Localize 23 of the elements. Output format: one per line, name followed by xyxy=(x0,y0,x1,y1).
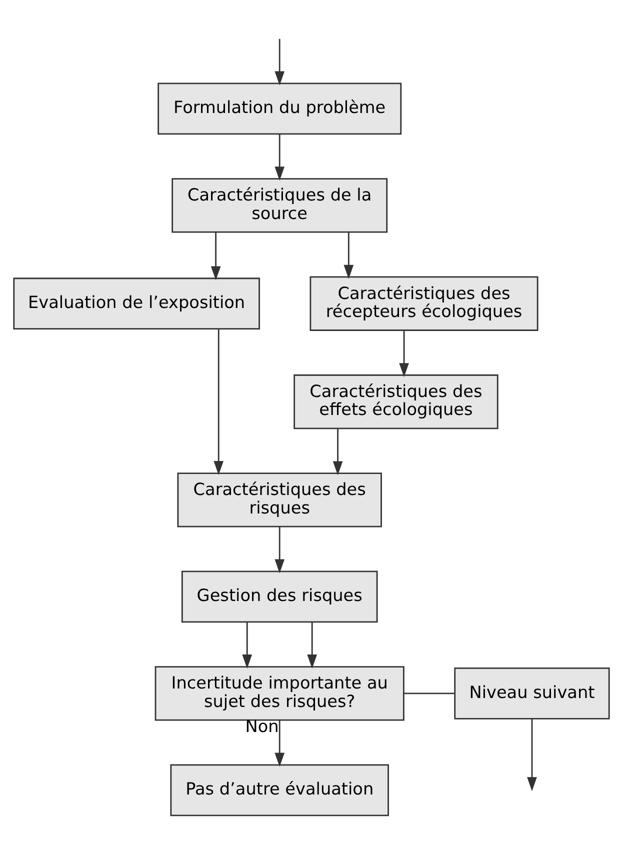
node-box: Niveau suivant xyxy=(454,667,610,720)
arrow xyxy=(242,622,252,669)
arrow xyxy=(210,232,221,280)
node-box: Caractéristiques de la source xyxy=(172,178,388,233)
node-box: Caractéristiques des risques xyxy=(177,472,382,528)
arrow xyxy=(527,718,537,792)
arrow xyxy=(274,526,285,574)
arrow xyxy=(399,330,409,378)
arrow xyxy=(307,622,317,669)
node-box: Caractéristiques des récepteurs écologiques xyxy=(310,276,538,331)
node-box: Incertitude importante au sujet des risques? xyxy=(154,666,404,721)
connector xyxy=(404,692,454,694)
node-box: Evaluation de l’exposition xyxy=(13,278,260,330)
node-box: Pas d’autre évaluation xyxy=(170,764,389,816)
node-box: Caractéristiques des effets écologiques xyxy=(294,374,498,430)
arrow xyxy=(274,720,285,767)
arrow xyxy=(274,38,285,86)
node-box: Gestion des risques xyxy=(181,570,378,623)
arrow xyxy=(332,428,343,476)
node-box: Formulation du problème xyxy=(158,82,402,135)
arrow xyxy=(274,134,285,181)
arrow xyxy=(344,232,354,279)
arrow xyxy=(214,328,224,475)
